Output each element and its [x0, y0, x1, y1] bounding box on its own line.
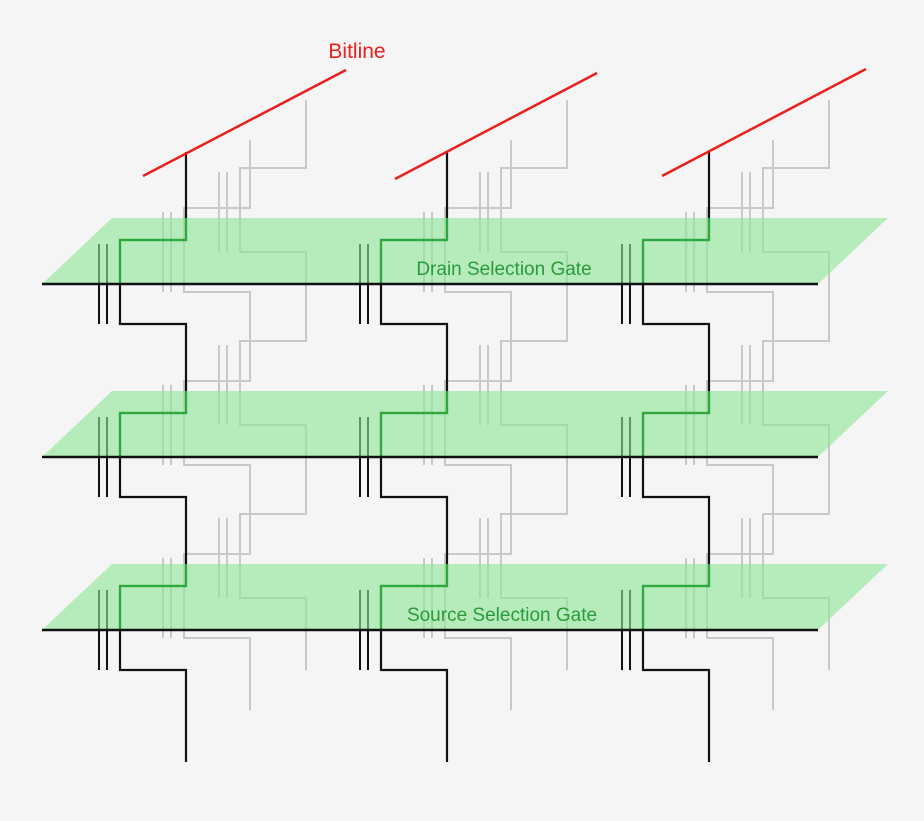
- string-in-plane-1-1: [118, 218, 188, 284]
- drain-selection-gate-label: Drain Selection Gate: [416, 259, 591, 280]
- wordline-layer: [42, 218, 818, 632]
- string-in-plane-2-1: [379, 218, 449, 284]
- bitline-label: Bitline: [328, 40, 385, 63]
- gate-plane-2: [42, 391, 888, 457]
- gate-plane-layer: [42, 218, 888, 630]
- string-in-plane-1-2: [118, 391, 188, 457]
- bitline-layer: [142, 67, 867, 181]
- gate-plane-1: [42, 218, 888, 284]
- string-in-plane-2-3: [379, 564, 449, 630]
- gate-plane-3: [42, 564, 888, 630]
- string-in-plane-1-3: [118, 564, 188, 630]
- string-in-plane-3-3: [641, 564, 711, 630]
- source-selection-gate-label: Source Selection Gate: [407, 605, 597, 626]
- bitline-1: [142, 68, 347, 178]
- string-in-plane-3-2: [641, 391, 711, 457]
- string-in-plane-2-2: [379, 391, 449, 457]
- bitline-3: [661, 67, 867, 178]
- string-in-plane-3-1: [641, 218, 711, 284]
- bitline-2: [394, 71, 598, 181]
